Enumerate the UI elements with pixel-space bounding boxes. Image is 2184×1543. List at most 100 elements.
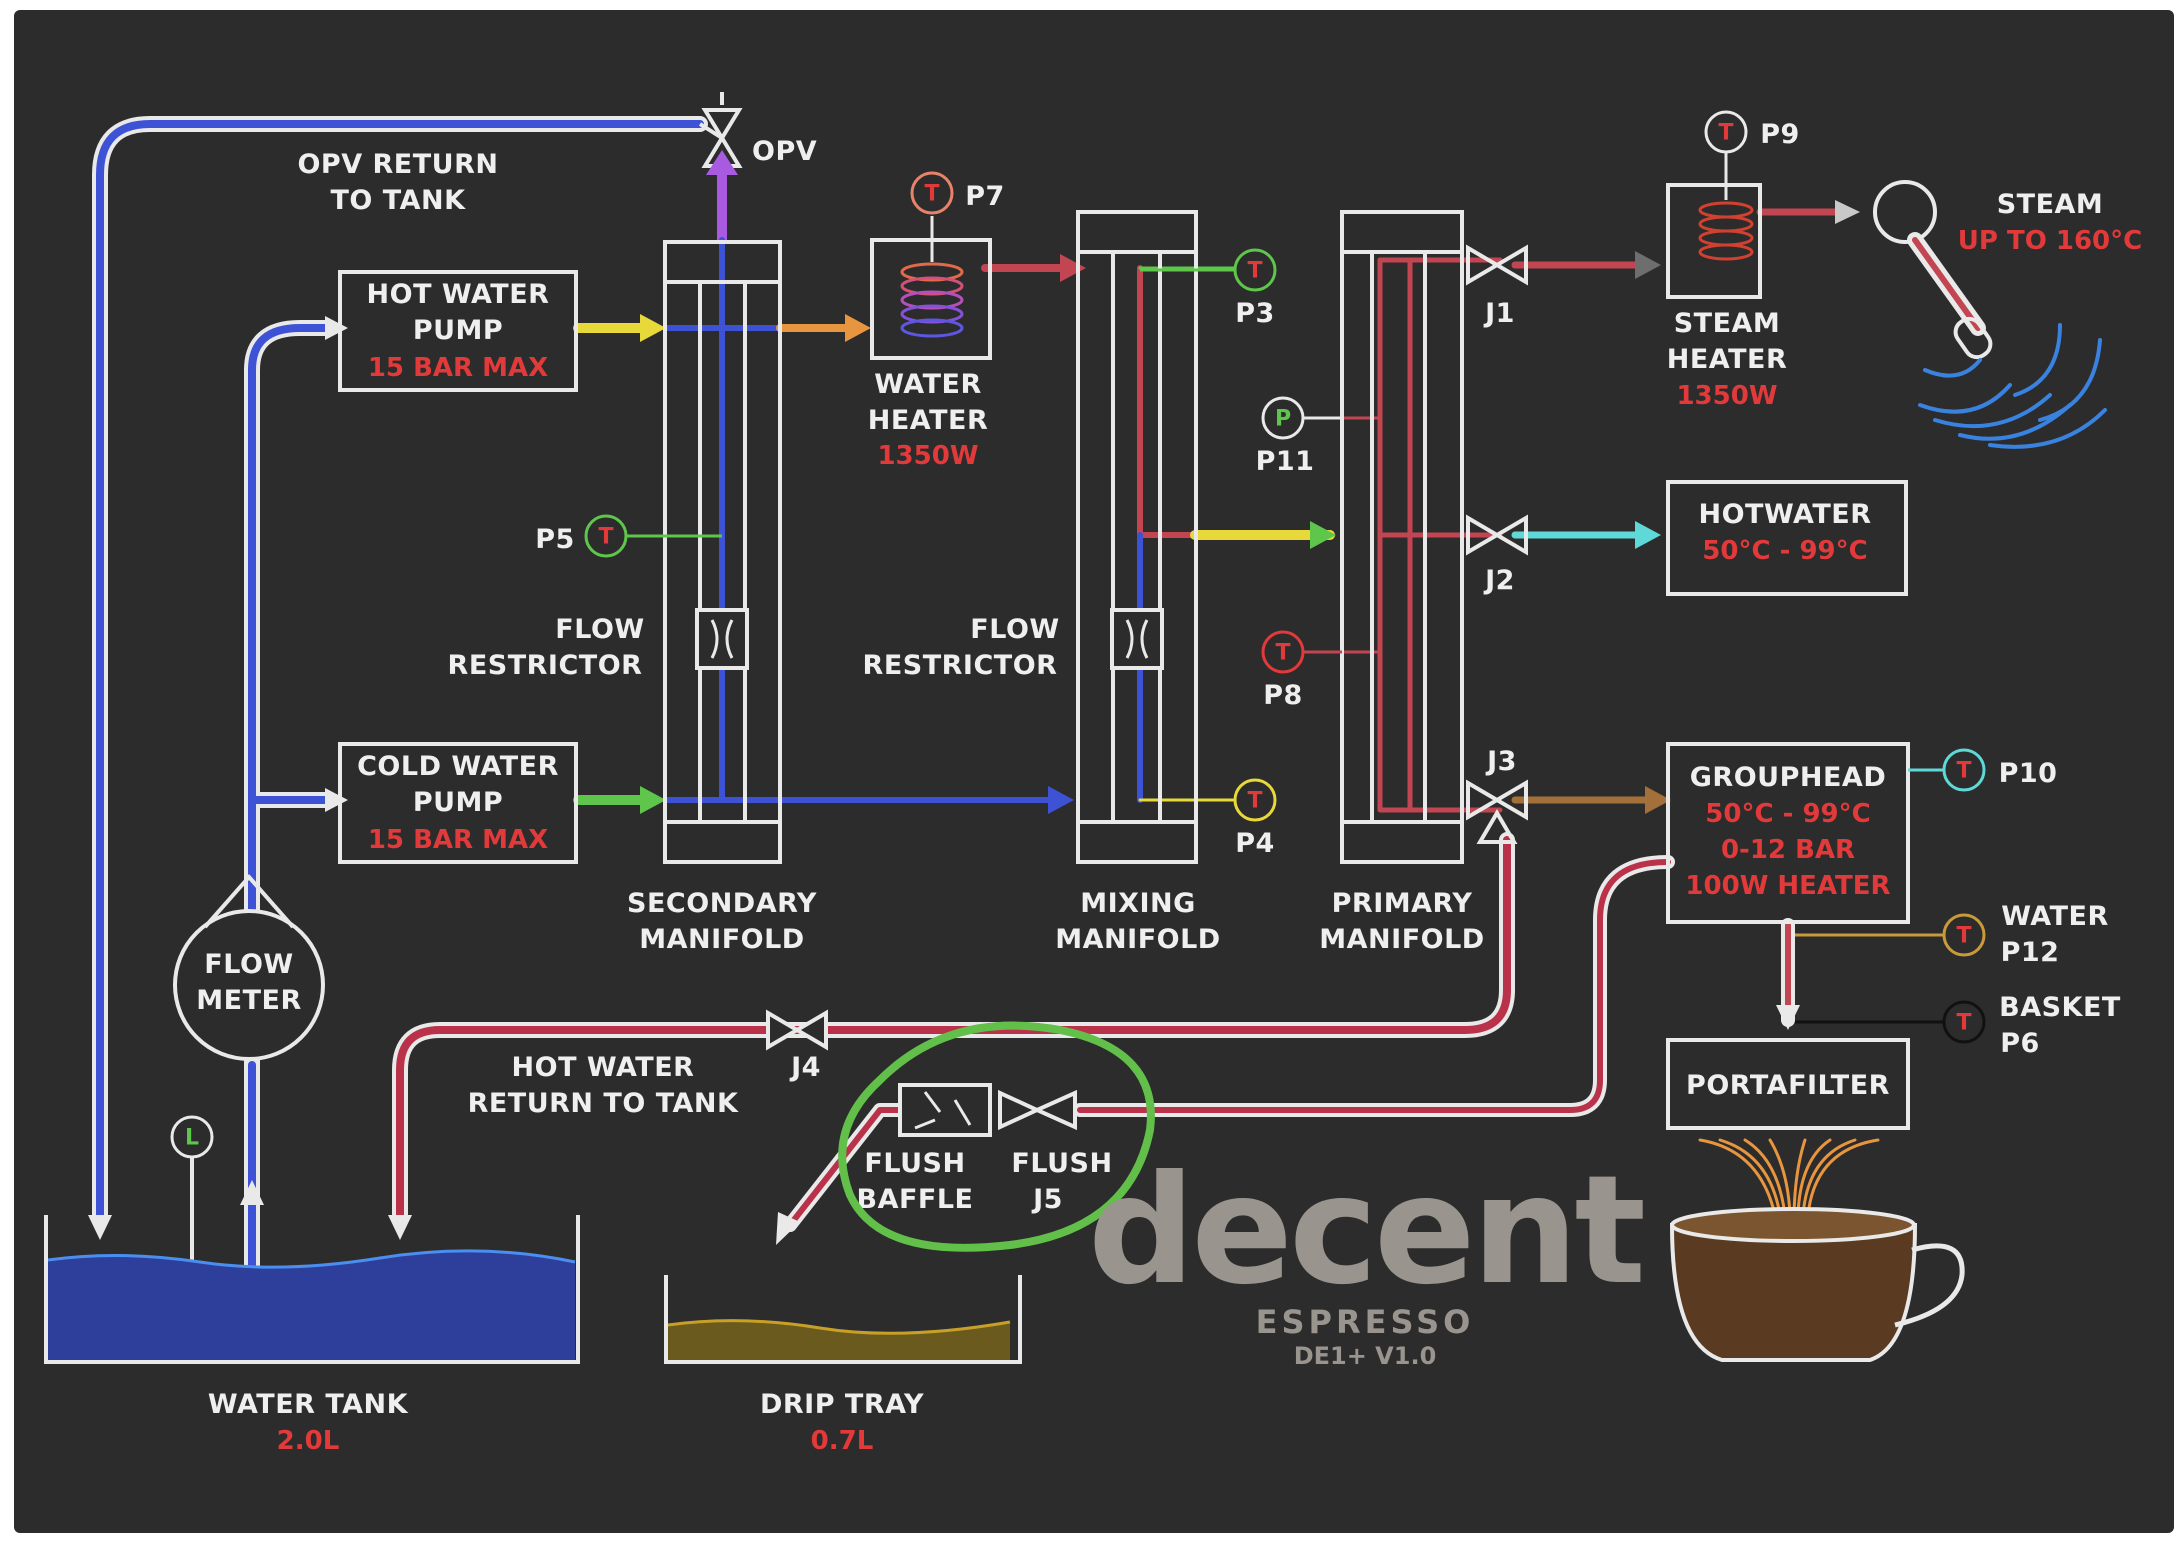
water-heater-label-2: HEATER	[868, 405, 989, 436]
water-heater-spec: 1350W	[877, 441, 978, 471]
svg-text:HOT WATER: HOT WATER	[367, 279, 550, 310]
probe-p4-label: P4	[1235, 828, 1275, 859]
primary-manifold	[1340, 210, 1464, 864]
water-tank-label: WATER TANK	[208, 1389, 409, 1420]
primary-manifold-label-2: MANIFOLD	[1319, 924, 1484, 955]
grouphead-heater: 100W HEATER	[1685, 871, 1890, 901]
probe-p9-label: P9	[1760, 119, 1800, 150]
opv-label: OPV	[752, 136, 817, 167]
opv-return-label-1: OPV RETURN	[297, 149, 498, 180]
svg-text:PUMP: PUMP	[413, 315, 503, 346]
svg-text:L: L	[185, 1126, 199, 1151]
probe-p6: T	[1795, 1000, 1986, 1044]
steam-heater	[1666, 150, 1762, 299]
water-heater	[870, 216, 992, 360]
probe-p10: T	[1908, 748, 1986, 792]
probe-p8-label: P8	[1263, 680, 1303, 711]
probe-p3-label: P3	[1235, 298, 1275, 329]
hot-water-pump-spec: 15 BAR MAX	[368, 353, 548, 383]
steam-heater-label-2: HEATER	[1667, 344, 1788, 375]
probe-p6-label-2: P6	[2000, 1028, 2040, 1059]
valve-j1	[1466, 244, 1528, 286]
logo-product: ESPRESSO	[1256, 1303, 1475, 1341]
probe-p12: T	[1795, 913, 1986, 957]
svg-text:T: T	[1956, 924, 1971, 949]
valve-j3	[1466, 779, 1528, 844]
drip-tray	[664, 1275, 1022, 1364]
svg-text:HOTWATER: HOTWATER	[1699, 499, 1872, 530]
flush-baffle-label-2: BAFFLE	[856, 1184, 973, 1215]
flow-meter: FLOW METER	[173, 873, 325, 1061]
coffee-cup	[1669, 1138, 1965, 1362]
grouphead-temp-range: 50°C - 99°C	[1705, 799, 1870, 829]
hot-water-pump: HOT WATER PUMP 15 BAR MAX	[338, 270, 578, 392]
flush-j5-label-2: J5	[1031, 1184, 1063, 1215]
probe-p4: T	[1233, 778, 1277, 822]
secondary-manifold-label-2: MANIFOLD	[639, 924, 804, 955]
cold-water-pump-spec: 15 BAR MAX	[368, 825, 548, 855]
valve-j2	[1466, 514, 1528, 556]
probe-p5-label: P5	[535, 524, 575, 555]
logo-brand: decent	[1088, 1144, 1644, 1318]
valve-j4	[766, 1009, 828, 1051]
probe-p9: T	[1704, 110, 1748, 154]
svg-text:T: T	[598, 525, 613, 550]
grouphead-pressure-range: 0-12 BAR	[1721, 835, 1855, 865]
flow-restrictor-1-label-1: FLOW	[555, 614, 644, 645]
svg-text:T: T	[1275, 641, 1290, 666]
valve-j2-label: J2	[1483, 565, 1515, 596]
flush-baffle-label-1: FLUSH	[864, 1148, 965, 1179]
svg-text:T: T	[1718, 121, 1733, 146]
primary-manifold-label-1: PRIMARY	[1332, 888, 1473, 919]
svg-text:FLOW: FLOW	[204, 949, 293, 980]
svg-text:PUMP: PUMP	[413, 787, 503, 818]
mixing-manifold-label-2: MANIFOLD	[1055, 924, 1220, 955]
probe-p5: T	[584, 514, 722, 558]
svg-text:T: T	[1247, 789, 1262, 814]
hotwater-outlet-box: HOTWATER 50°C - 99°C	[1666, 480, 1908, 596]
logo-model: DE1+ V1.0	[1294, 1342, 1437, 1370]
svg-text:GROUPHEAD: GROUPHEAD	[1690, 762, 1886, 793]
opv-return-label-2: TO TANK	[330, 185, 466, 216]
svg-text:T: T	[924, 182, 939, 207]
flow-restrictor-1-label-2: RESTRICTOR	[448, 650, 643, 681]
flush-baffle	[898, 1083, 992, 1137]
valve-j4-label: J4	[789, 1052, 821, 1083]
probe-p11-label: P11	[1256, 446, 1315, 477]
steam-label: STEAM	[1997, 189, 2104, 220]
flow-restrictor-2-label-1: FLOW	[970, 614, 1059, 645]
steam-heater-spec: 1350W	[1676, 381, 1777, 411]
flush-valve-j5	[998, 1089, 1077, 1131]
valve-j1-label: J1	[1483, 298, 1515, 329]
hot-water-return-label-2: RETURN TO TANK	[468, 1088, 739, 1119]
flow-arrows	[88, 200, 1860, 1245]
svg-text:T: T	[1247, 259, 1262, 284]
probe-p12-label-2: P12	[2001, 937, 2060, 968]
mixing-manifold	[1076, 210, 1198, 864]
water-tank-volume: 2.0L	[277, 1426, 340, 1456]
grouphead-box: GROUPHEAD 50°C - 99°C 0-12 BAR 100W HEAT…	[1666, 742, 1910, 924]
svg-text:T: T	[1956, 1011, 1971, 1036]
valve-j3-label: J3	[1485, 746, 1517, 777]
level-sensor: L	[170, 1115, 214, 1159]
probe-p7-label: P7	[965, 181, 1005, 212]
hot-water-return-label-1: HOT WATER	[512, 1052, 695, 1083]
secondary-manifold	[663, 240, 782, 864]
probe-p8: T	[1261, 630, 1342, 674]
steam-spec: UP TO 160°C	[1958, 226, 2142, 256]
mixing-manifold-label-1: MIXING	[1080, 888, 1196, 919]
cold-water-pump: COLD WATER PUMP 15 BAR MAX	[338, 742, 578, 864]
water-heater-label-1: WATER	[874, 369, 982, 400]
probe-p7: T	[910, 171, 954, 215]
opv-valve	[698, 92, 743, 175]
drip-tray-volume: 0.7L	[811, 1426, 874, 1456]
probe-p6-label-1: BASKET	[1999, 992, 2121, 1023]
flush-j5-label-1: FLUSH	[1011, 1148, 1112, 1179]
flow-restrictor-2-label-2: RESTRICTOR	[863, 650, 1058, 681]
probe-p11: P	[1261, 396, 1342, 440]
drip-tray-label: DRIP TRAY	[760, 1389, 924, 1420]
svg-text:P: P	[1275, 407, 1291, 432]
svg-text:T: T	[1956, 759, 1971, 784]
water-tank	[44, 1215, 580, 1364]
